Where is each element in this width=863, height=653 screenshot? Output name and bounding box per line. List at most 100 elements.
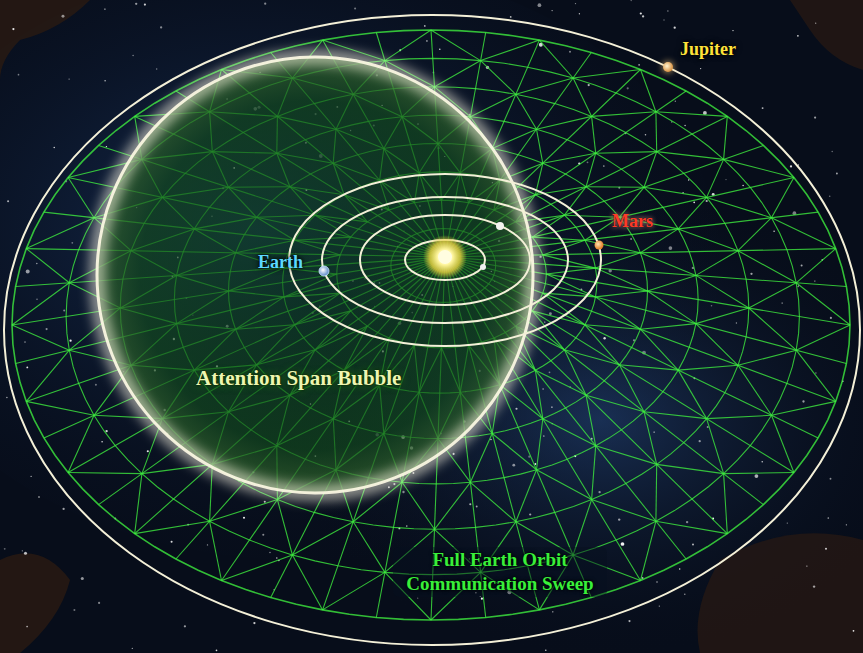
sun	[423, 235, 467, 279]
star	[630, 238, 632, 240]
star	[106, 146, 107, 147]
grid-diagonal	[772, 415, 794, 472]
dust-cloud	[0, 553, 70, 653]
grid-diagonal	[696, 275, 749, 308]
star	[6, 397, 8, 399]
star	[549, 312, 552, 315]
star	[63, 309, 65, 311]
bubble-rim	[97, 57, 533, 493]
star	[207, 544, 208, 545]
star	[806, 565, 807, 566]
star	[787, 522, 788, 523]
grid-diagonal	[707, 419, 724, 474]
star	[750, 273, 752, 275]
venus-orbit	[360, 215, 530, 305]
star	[24, 552, 27, 555]
grid-diagonal	[738, 251, 796, 283]
grid-diagonal	[655, 464, 657, 521]
star	[22, 550, 23, 551]
star	[603, 337, 605, 339]
star	[184, 625, 186, 627]
grid-diagonal	[796, 283, 850, 325]
star	[402, 491, 404, 493]
star	[24, 341, 26, 343]
star	[830, 317, 832, 319]
star	[797, 286, 798, 287]
dust-cloud	[790, 0, 863, 70]
star	[515, 408, 517, 410]
grid-diagonal	[596, 446, 657, 465]
star	[846, 524, 847, 525]
grid-diagonal	[323, 572, 385, 610]
grid-diagonal	[585, 325, 620, 365]
grid-diagonal	[707, 159, 724, 197]
grid-diagonal	[535, 370, 542, 418]
star	[836, 172, 838, 174]
grid-diagonal	[586, 395, 596, 446]
star	[262, 534, 264, 536]
region-label: Full Earth Orbit Communication Sweep	[393, 547, 607, 597]
star	[439, 49, 441, 51]
grid-diagonal	[470, 434, 492, 483]
grid-diagonal	[546, 268, 595, 274]
grid-diagonal	[516, 94, 537, 129]
grid-diagonal	[596, 297, 641, 329]
star	[831, 151, 833, 153]
star	[603, 165, 605, 167]
grid-diagonal	[543, 419, 596, 446]
grid-diagonal	[210, 500, 278, 522]
star	[825, 548, 827, 550]
star	[659, 605, 660, 606]
star	[81, 577, 84, 580]
grid-diagonal	[537, 419, 543, 470]
star	[699, 440, 701, 442]
planet-label: Jupiter	[680, 38, 736, 61]
grid-diagonal	[644, 412, 657, 465]
grid-diagonal	[532, 237, 585, 240]
planet-label: Mars	[612, 210, 653, 233]
label-holder: Mars	[612, 210, 653, 233]
star	[575, 3, 576, 4]
star	[156, 68, 157, 69]
bubble-glow	[97, 57, 533, 493]
grid-diagonal	[772, 401, 836, 415]
grid-diagonal	[596, 268, 648, 291]
star	[104, 80, 105, 81]
star	[538, 3, 542, 7]
grid-diagonal	[738, 218, 772, 251]
grid-diagonal	[640, 229, 678, 253]
star	[797, 35, 799, 37]
grid-diagonal	[292, 555, 322, 610]
grid-diagonal	[68, 415, 94, 472]
star	[264, 3, 266, 5]
star	[700, 68, 701, 69]
grid-diagonal	[772, 218, 836, 249]
label-holder: Attention Span Bubble	[196, 365, 401, 391]
grid-diagonal	[564, 187, 586, 216]
star	[656, 581, 658, 583]
star	[645, 134, 647, 136]
star	[587, 161, 589, 163]
star	[73, 609, 75, 611]
grid-diagonal	[564, 350, 619, 365]
grid-diagonal	[648, 275, 696, 291]
star	[627, 87, 629, 89]
earth-planet	[319, 266, 329, 276]
star	[549, 371, 551, 373]
grid-diagonal	[292, 522, 353, 555]
star	[490, 439, 491, 440]
grid-diagonal	[492, 434, 536, 470]
grid-diagonal	[657, 152, 724, 160]
star	[830, 478, 832, 480]
star	[667, 10, 668, 11]
star	[216, 649, 218, 651]
dust-cloud	[0, 0, 90, 80]
grid-diagonal	[678, 197, 706, 229]
star	[621, 542, 625, 546]
star	[552, 611, 553, 612]
star	[674, 27, 676, 29]
jupiter-glow	[662, 61, 674, 73]
mars-planet	[595, 241, 604, 250]
star	[551, 10, 552, 11]
